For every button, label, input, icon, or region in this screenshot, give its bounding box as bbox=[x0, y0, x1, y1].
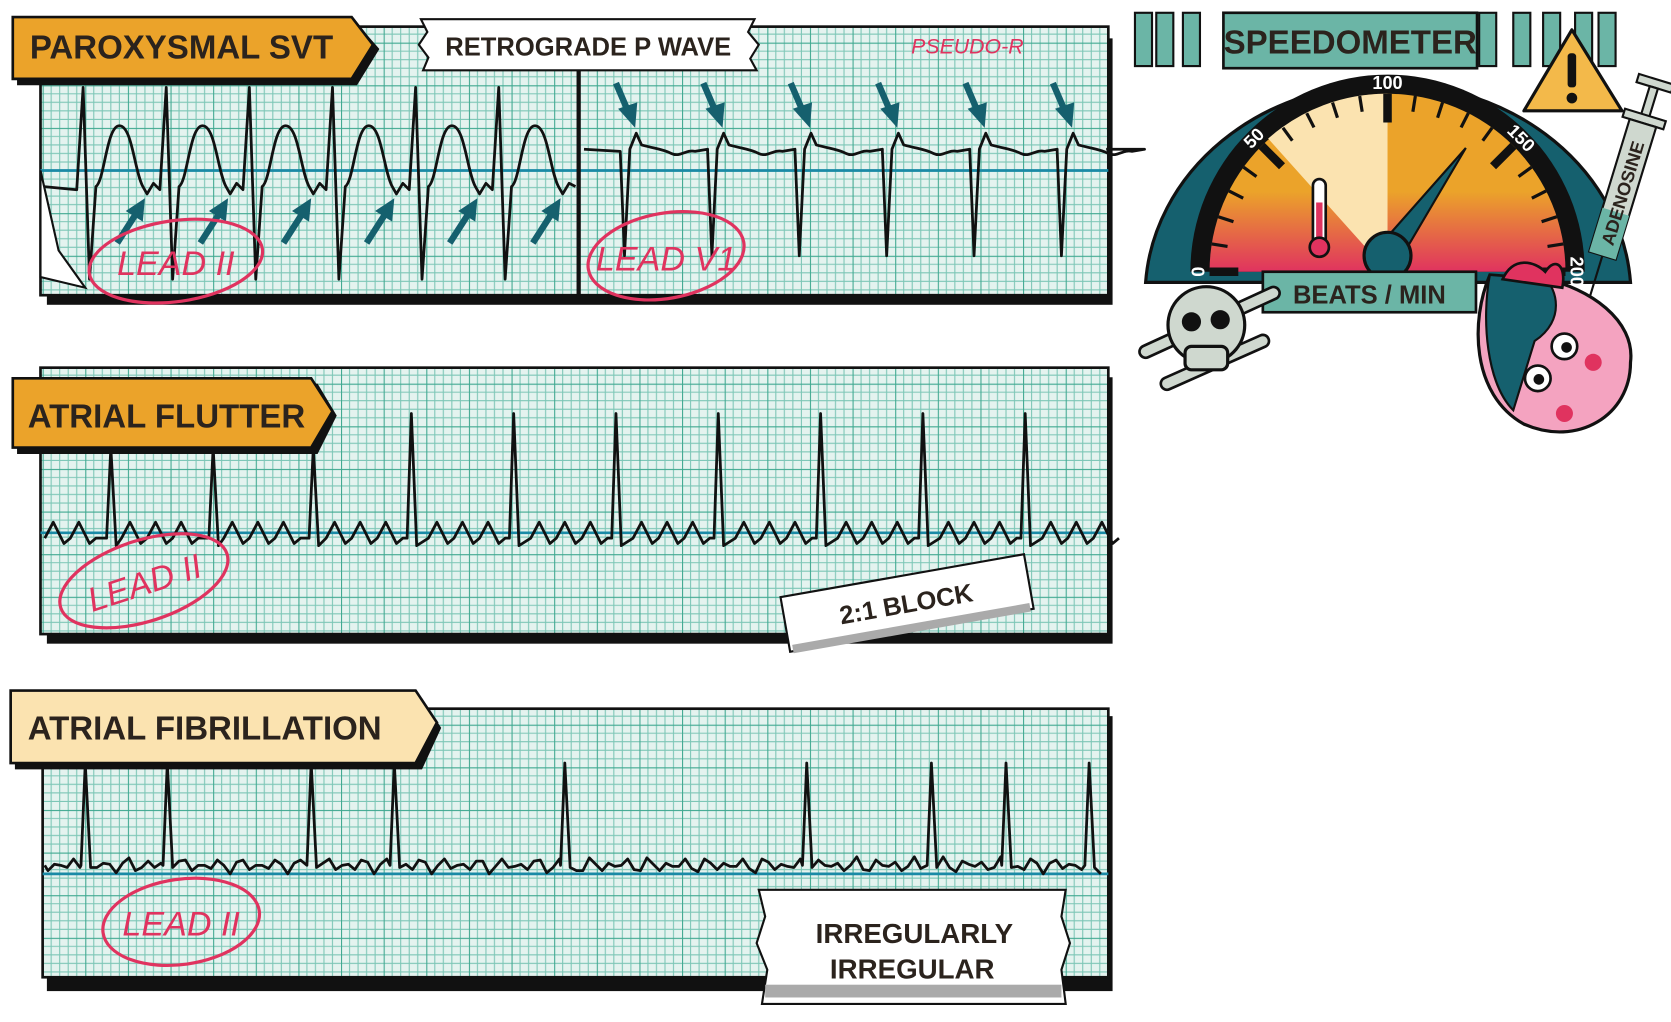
gauge-tick bbox=[1217, 215, 1234, 224]
pseudo-r-note: PSEUDO-R bbox=[911, 34, 1023, 58]
title-banner: ATRIAL FIBRILLATION bbox=[9, 689, 442, 770]
gauge-tick bbox=[1211, 242, 1228, 248]
gauge-tick bbox=[1547, 242, 1564, 248]
gauge-tick bbox=[1331, 101, 1339, 119]
warning-icon bbox=[1522, 28, 1624, 113]
gauge-tick bbox=[1541, 215, 1558, 224]
unit-label: BEATS / MIN bbox=[1293, 282, 1446, 310]
retrograde-p-arrow-icon bbox=[530, 198, 561, 245]
gauge-tick bbox=[1305, 112, 1316, 129]
skull-and-crossbones-icon bbox=[1138, 285, 1281, 392]
pseudo-r-arrow-icon bbox=[613, 81, 638, 128]
gauge-tick bbox=[1490, 142, 1517, 170]
thermometer-icon bbox=[1308, 177, 1331, 259]
afib-waveform bbox=[43, 761, 1102, 876]
svt-lead-v1-waveform bbox=[583, 131, 1146, 258]
retrograde-p-arrow-icon bbox=[197, 198, 229, 245]
gauge-tick bbox=[1436, 101, 1445, 119]
lead-ii-stamp: LEAD II bbox=[101, 876, 262, 968]
retrograde-p-wave-tag: RETROGRADE P WAVE bbox=[417, 18, 761, 72]
gauge-tick bbox=[1481, 126, 1494, 142]
retrograde-p-arrow-icon bbox=[363, 198, 395, 245]
speedometer-title-box bbox=[1222, 11, 1479, 70]
strip-title: PAROXYSMAL SVT bbox=[30, 29, 333, 66]
title-bar bbox=[1597, 11, 1617, 68]
pseudo-r-arrow-icon bbox=[875, 81, 900, 128]
gauge-tick-label: 100 bbox=[1372, 73, 1402, 93]
gauge-tick bbox=[1517, 165, 1533, 178]
title-bar bbox=[1512, 11, 1532, 68]
svg-text:IRREGULAR: IRREGULAR bbox=[830, 953, 995, 984]
lead-v1-stamp: LEAD V1 bbox=[586, 210, 746, 302]
retrograde-p-arrow-icon bbox=[447, 198, 478, 245]
paper-curl bbox=[39, 170, 88, 290]
gauge-tick bbox=[1281, 126, 1294, 142]
normal-zone bbox=[1268, 93, 1388, 272]
gauge-tick-label: 200 bbox=[1566, 257, 1586, 287]
pseudo-r-arrow-icon bbox=[962, 81, 987, 128]
gauge-tick bbox=[1242, 165, 1258, 178]
distressed-heart-icon bbox=[1476, 261, 1633, 434]
svg-text:LEAD V1: LEAD V1 bbox=[596, 241, 736, 279]
afib-strip: ATRIAL FIBRILLATION LEAD II IRREGULARLY … bbox=[9, 689, 1113, 1005]
svg-text:IRREGULARLY: IRREGULARLY bbox=[816, 918, 1014, 949]
gauge-tick bbox=[1411, 95, 1417, 113]
title-bar bbox=[1478, 11, 1498, 68]
gauge-tick bbox=[1358, 95, 1364, 113]
gauge-tick bbox=[1228, 189, 1244, 200]
title-bar bbox=[1181, 11, 1202, 68]
gauge-ticks bbox=[1209, 93, 1566, 277]
svg-text:LEAD II: LEAD II bbox=[117, 245, 235, 283]
retrograde-p-arrow-icon bbox=[114, 198, 145, 245]
flutter-strip: ATRIAL FLUTTER LEAD II 2:1 BLOCK bbox=[11, 366, 1120, 654]
title-banner: PAROXYSMAL SVT bbox=[11, 15, 380, 86]
speedometer-title: SPEEDOMETER bbox=[1224, 23, 1477, 60]
retrograde-p-arrow-icon bbox=[280, 198, 312, 245]
gauge-tick-label: 0 bbox=[1189, 267, 1209, 277]
strip-title: ATRIAL FLUTTER bbox=[28, 397, 306, 434]
title-banner: ATRIAL FLUTTER bbox=[11, 376, 337, 454]
title-bar bbox=[1133, 11, 1154, 68]
unit-box bbox=[1261, 270, 1478, 314]
pseudo-r-arrow-icon bbox=[700, 81, 725, 128]
strip-title: ATRIAL FIBRILLATION bbox=[28, 710, 382, 747]
svt-strip: PAROXYSMAL SVT RETROGRADE P WAVE PSEUDO-… bbox=[11, 15, 1146, 305]
2-1-block-tag: 2:1 BLOCK bbox=[779, 552, 1035, 654]
irregularly-irregular-tag: IRREGULARLY IRREGULAR bbox=[755, 888, 1072, 1005]
title-bar bbox=[1155, 11, 1175, 68]
gauge-tick bbox=[1531, 189, 1547, 200]
tag-label: RETROGRADE P WAVE bbox=[445, 33, 731, 61]
gauge-tick bbox=[1459, 112, 1470, 129]
flutter-waveform bbox=[43, 412, 1120, 548]
lead-ii-stamp: LEAD II bbox=[87, 217, 265, 305]
pseudo-r-arrow-icon bbox=[1049, 81, 1075, 128]
svg-text:LEAD II: LEAD II bbox=[122, 906, 240, 944]
svt-lead-ii-waveform bbox=[42, 86, 577, 281]
pseudo-r-arrow-icon bbox=[787, 81, 813, 128]
gauge-tick bbox=[1258, 142, 1286, 170]
